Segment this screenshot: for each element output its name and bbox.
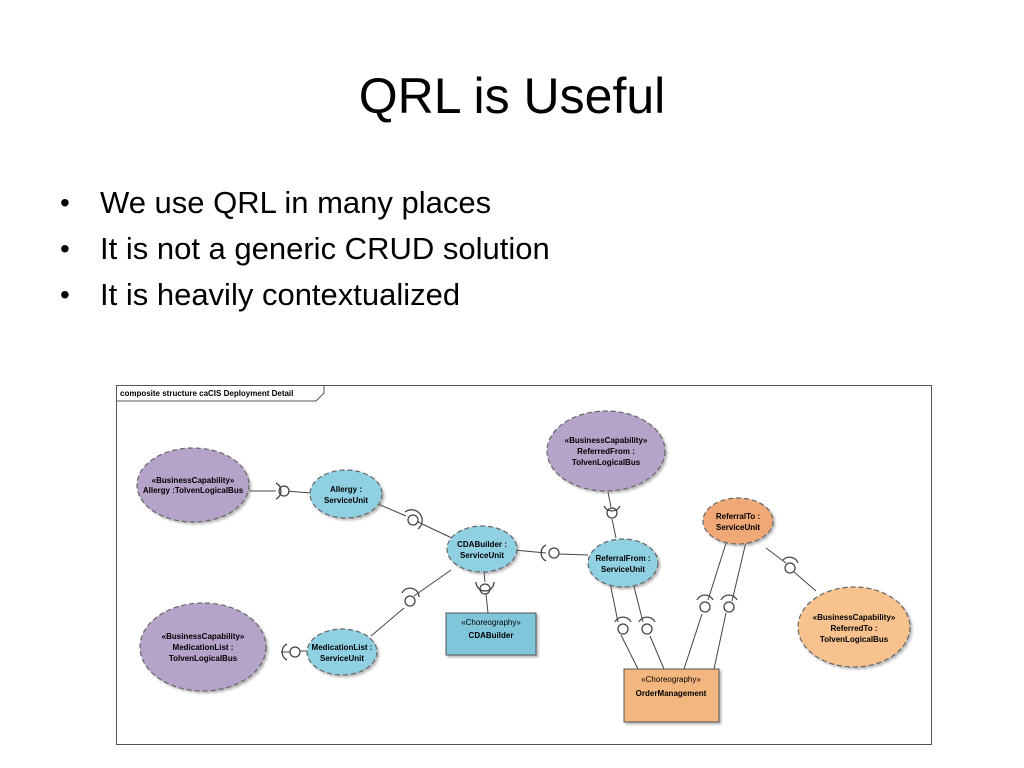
- bullet-text: It is heavily contextualized: [100, 277, 461, 312]
- diagram-frame: [116, 385, 932, 745]
- choreography-cdabuilder: [445, 612, 537, 656]
- cdabuilder-service-unit: [446, 525, 518, 573]
- bullet-item: • We use QRL in many places: [58, 180, 550, 226]
- referral-from-unit-name: ReferralFrom :: [595, 554, 650, 563]
- cdabuilder-unit-name: CDABuilder :: [457, 540, 507, 549]
- bc-referred-to-stereotype: «BusinessCapability»: [813, 613, 896, 622]
- medication-service-unit: [306, 628, 378, 676]
- referral-from-unit-type: ServiceUnit: [601, 565, 645, 574]
- bullet-text: We use QRL in many places: [100, 185, 492, 220]
- bc-referred-from-name: ReferredFrom :: [577, 447, 635, 456]
- bc-referred-from-type: TolvenLogicalBus: [572, 458, 641, 467]
- bc-medication-type: TolvenLogicalBus: [169, 654, 238, 663]
- bullet-item: • It is heavily contextualized: [58, 272, 550, 318]
- bc-allergy-name: Allergy :TolvenLogicalBus: [143, 486, 244, 495]
- port-symbols: [275, 482, 799, 661]
- bullet-icon: •: [60, 279, 70, 310]
- connectors: [249, 490, 817, 670]
- bc-allergy-stereotype: «BusinessCapability»: [152, 476, 235, 485]
- choreo-order-name: OrderManagement: [636, 689, 707, 698]
- allergy-unit-name: Allergy :: [330, 485, 362, 494]
- choreo-cda-stereotype: «Choreography»: [461, 618, 521, 627]
- bc-medication-stereotype: «BusinessCapability»: [162, 632, 245, 641]
- frame-tab: [116, 385, 325, 402]
- allergy-unit-type: ServiceUnit: [324, 496, 368, 505]
- bullet-item: • It is not a generic CRUD solution: [58, 226, 550, 272]
- bc-referred-to-name: ReferredTo :: [831, 624, 878, 633]
- referral-from-service-unit: [587, 538, 659, 588]
- medication-unit-type: ServiceUnit: [320, 654, 364, 663]
- business-capability-medication: [139, 602, 267, 692]
- frame-label: composite structure caCIS Deployment Det…: [120, 389, 293, 398]
- choreography-order-management: [623, 668, 720, 723]
- business-capability-referred-from: [546, 410, 666, 492]
- bc-referred-from-stereotype: «BusinessCapability»: [565, 436, 648, 445]
- bc-medication-name: MedicationList :: [173, 643, 234, 652]
- referral-to-unit-name: ReferralTo :: [716, 512, 760, 521]
- bc-referred-to-type: TolvenLogicalBus: [820, 635, 889, 644]
- deployment-diagram: composite structure caCIS Deployment Det…: [116, 385, 932, 745]
- allergy-service-unit: [309, 469, 383, 519]
- bullet-list: • We use QRL in many places • It is not a …: [58, 180, 550, 318]
- bullet-icon: •: [60, 187, 70, 218]
- cdabuilder-unit-type: ServiceUnit: [460, 551, 504, 560]
- referral-to-service-unit: [702, 497, 774, 545]
- business-capability-referred-to: [797, 586, 911, 668]
- referral-to-unit-type: ServiceUnit: [716, 523, 760, 532]
- choreo-cda-name: CDABuilder: [469, 631, 514, 640]
- choreo-order-stereotype: «Choreography»: [641, 675, 701, 684]
- slide-title: QRL is Useful: [358, 68, 666, 124]
- medication-unit-name: MedicationList :: [312, 643, 373, 652]
- bullet-icon: •: [60, 233, 70, 264]
- business-capability-allergy: [136, 447, 250, 523]
- bullet-text: It is not a generic CRUD solution: [100, 231, 550, 266]
